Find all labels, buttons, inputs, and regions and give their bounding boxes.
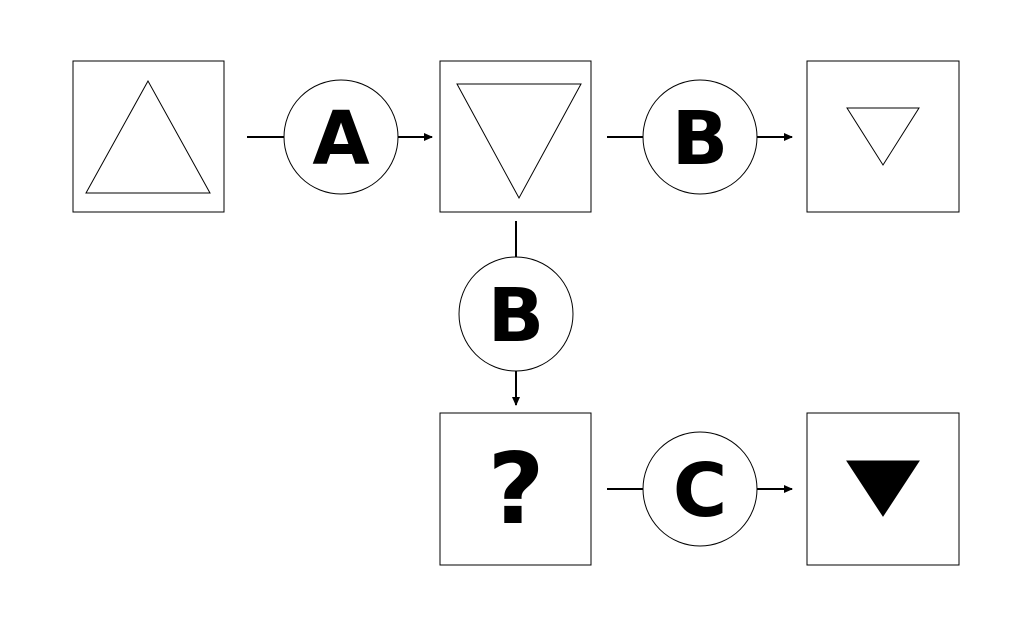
operation-b-right-label: B: [672, 96, 728, 182]
operation-c-label: C: [673, 448, 727, 534]
large-down-triangle: [456, 83, 582, 200]
large-up-triangle: [85, 79, 211, 194]
operation-b-down-label: B: [488, 273, 544, 359]
small-down-triangle: [846, 107, 920, 166]
operation-a-label: A: [312, 96, 369, 182]
question-box: [439, 412, 592, 566]
filled-down-triangle: [846, 460, 920, 517]
question-mark: ?: [488, 433, 545, 547]
